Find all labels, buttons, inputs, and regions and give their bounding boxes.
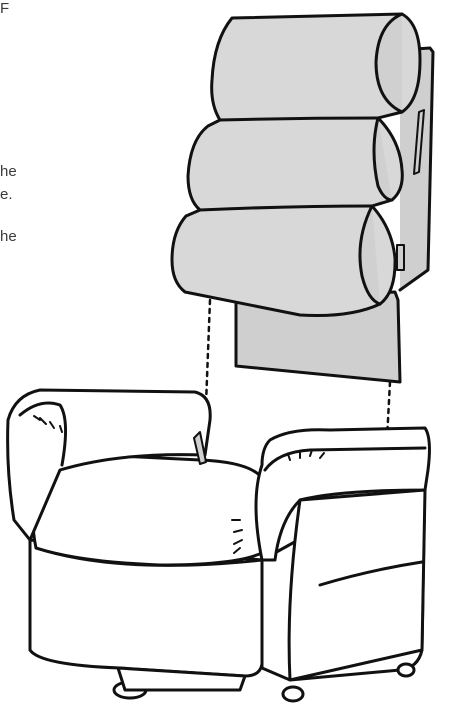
backrest-cushions <box>172 14 420 316</box>
lift-chair <box>8 390 430 701</box>
